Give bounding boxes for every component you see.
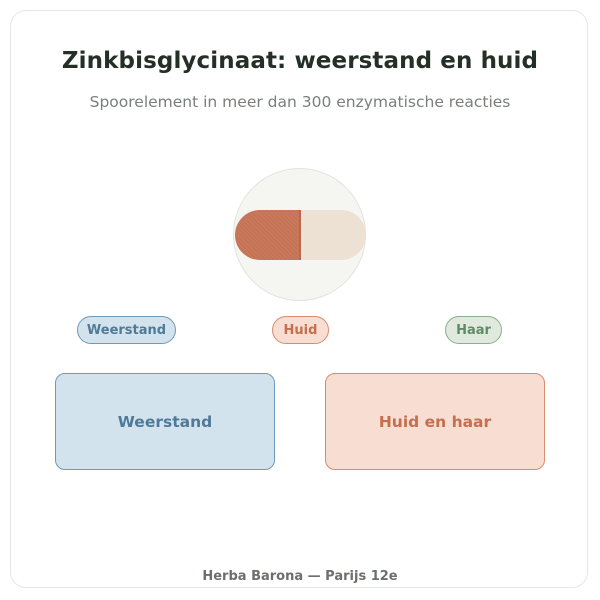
- page-title: Zinkbisglycinaat: weerstand en huid: [61, 48, 539, 74]
- tag-huid: Huid: [272, 316, 329, 344]
- capsule-icon-left-half: [235, 210, 301, 260]
- benefit-box-huid-en-haar: Huid en haar: [325, 373, 545, 470]
- footer-brand: Herba Barona — Parijs 12e: [202, 569, 398, 584]
- capsule-icon-texture: [235, 210, 301, 260]
- tag-weerstand: Weerstand: [77, 316, 176, 344]
- capsule-icon-right-half: [300, 210, 366, 260]
- tag-haar: Haar: [445, 316, 502, 344]
- benefit-box-weerstand: Weerstand: [55, 373, 275, 470]
- capsule-icon-seam: [299, 210, 301, 260]
- page-subtitle: Spoorelement in meer dan 300 enzymatisch…: [89, 93, 511, 111]
